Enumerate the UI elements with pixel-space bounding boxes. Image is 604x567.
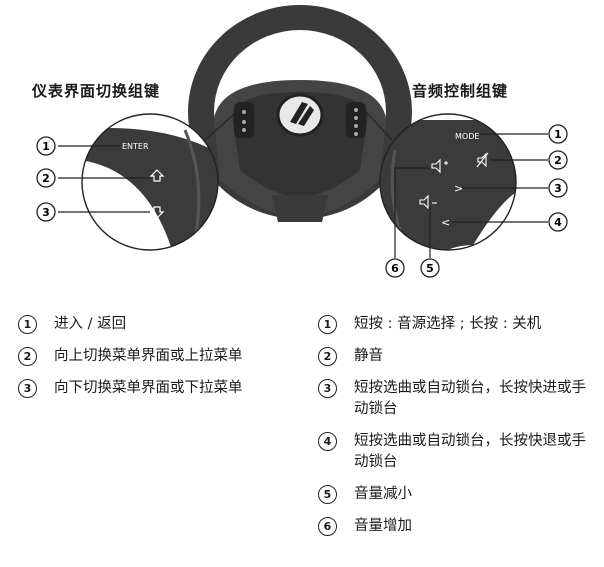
legend-text: 向下切换菜单界面或下拉菜单 [54,380,243,396]
right-legend: 1 短按 : 音源选择 ; 长按 : 关机 2 静音 3 短按选曲或自动锁台，长按快进或手… [318,314,594,548]
left-legend-item: 1 进入 / 返回 [18,314,308,335]
legend-number: 2 [18,347,37,366]
right-legend-item: 4 短按选曲或自动锁台，长按快退或手动锁台 [318,431,594,473]
volume-up-icon [431,158,448,174]
svg-text:5: 5 [426,262,434,275]
right-group-heading: 音频控制组键 [412,82,509,100]
svg-text:1: 1 [554,128,562,141]
legend-number: 3 [18,379,37,398]
right-legend-item: 5 音量减小 [318,484,594,505]
left-legend-item: 3 向下切换菜单界面或下拉菜单 [18,378,308,399]
svg-text:6: 6 [391,262,399,275]
legend-text: 短按选曲或自动锁台，长按快进或手动锁台 [354,380,586,417]
right-legend-item: 1 短按 : 音源选择 ; 长按 : 关机 [318,314,594,335]
enter-label: ENTER [122,142,149,151]
legend-text: 向上切换菜单界面或上拉菜单 [54,348,243,364]
previous-arrow-icon: < [441,216,450,229]
left-group-heading: 仪表界面切换组键 [32,82,161,100]
legend-text: 音量增加 [354,518,412,534]
legend-text: 进入 / 返回 [54,316,127,332]
mute-icon [476,152,489,168]
legend-number: 1 [318,315,337,334]
volume-down-icon [419,194,437,210]
legend-text: 短按选曲或自动锁台，长按快退或手动锁台 [354,433,586,470]
legend-text: 静音 [354,348,383,364]
legend-text: 短按 : 音源选择 ; 长按 : 关机 [354,316,542,332]
svg-text:2: 2 [554,154,562,167]
legend-number: 2 [318,347,337,366]
svg-text:2: 2 [42,172,50,185]
steering-wheel [188,5,412,222]
left-callouts: 1 2 3 [36,136,56,222]
left-zoom-panel: ENTER [58,107,241,251]
right-legend-item: 2 静音 [318,346,594,367]
legend-text: 音量减小 [354,486,412,502]
legend-number: 4 [318,432,337,451]
svg-text:1: 1 [42,140,50,153]
next-arrow-icon: > [454,182,463,195]
right-callouts: 1 2 3 4 5 6 [385,124,568,278]
legend-number: 1 [18,315,37,334]
svg-text:4: 4 [554,216,562,229]
legend-number: 3 [318,379,337,398]
up-arrow-icon [149,169,165,182]
right-zoom-panel: MODE > < [361,107,548,258]
legend-number: 6 [318,517,337,536]
svg-text:3: 3 [554,182,562,195]
right-legend-item: 3 短按选曲或自动锁台，长按快进或手动锁台 [318,378,594,420]
legend-number: 5 [318,485,337,504]
mode-label: MODE [455,132,479,141]
right-legend-item: 6 音量增加 [318,516,594,537]
steering-wheel-diagram: ENTER 1 2 3 MODE [36,5,568,278]
svg-text:3: 3 [42,206,50,219]
down-arrow-icon [149,206,165,219]
left-legend: 1 进入 / 返回 2 向上切换菜单界面或上拉菜单 3 向下切换菜单界面或下拉菜单 [18,314,308,410]
left-legend-item: 2 向上切换菜单界面或上拉菜单 [18,346,308,367]
